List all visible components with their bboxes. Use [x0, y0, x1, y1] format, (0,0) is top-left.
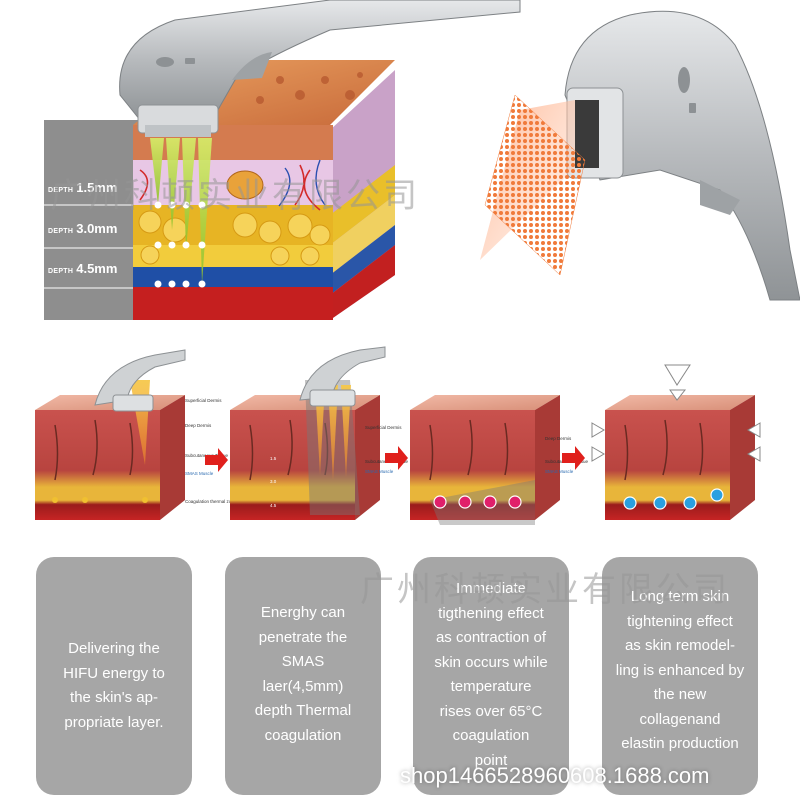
step-card-text: Immediate tigthening effect as contracti…: [434, 580, 548, 769]
depth-prefix: DEPTH: [48, 268, 74, 275]
label-superficial-dermis-2: Superficial Dermis: [365, 425, 402, 430]
arrow-right-icon: [562, 446, 585, 470]
step-1-diagram: [34, 349, 186, 521]
label-coagulation: Coagulation thermal zone: [185, 499, 237, 504]
step-card-text: Delivering the HIFU energy to the skin's…: [63, 640, 165, 731]
step-card-4: Long term skin tightening effect as skin…: [602, 557, 758, 795]
step-4-diagram: [604, 394, 756, 521]
label-deep-dermis-3: Deep Dermis: [545, 436, 572, 441]
dot-grid-matrix: [484, 94, 586, 276]
hifu-depth-illustration: [44, 0, 800, 320]
arrow-right-icon: [385, 446, 408, 470]
shop-id-value: shop1466528960608.1688.com: [400, 763, 710, 788]
mini-depth-1: 1.5: [270, 456, 277, 461]
label-smas: SMAS Muscle: [185, 471, 214, 476]
depth-value: 3.0mm: [76, 221, 118, 236]
treatment-steps-illustration: Superficial Dermis Deep Dermis Subcutane…: [34, 346, 761, 525]
compression-arrows: [591, 364, 761, 462]
depth-prefix: DEPTH: [48, 187, 74, 194]
step-card-2: Energhy can penetrate the SMAS laer(4,5m…: [225, 557, 381, 795]
depth-value: 4.5mm: [76, 261, 118, 276]
step-card-text: Energhy can penetrate the SMAS laer(4,5m…: [254, 604, 352, 744]
shop-id-text: shop1466528960608.1688.com: [400, 754, 800, 800]
step-3-diagram: [409, 394, 561, 525]
mini-depth-3: 4.5: [270, 503, 277, 508]
step-2-diagram: 1.5 3.0 4.5: [229, 346, 386, 521]
depth-prefix: DEPTH: [48, 228, 74, 235]
depth-value: 1.5mm: [76, 180, 118, 195]
mini-depth-2: 3.0: [270, 479, 277, 484]
label-smas-2: SMAS Muscle: [365, 469, 394, 474]
step-card-1: Delivering the HIFU energy to the skin's…: [36, 557, 192, 795]
step-card-text: Long term skin tightening effect as skin…: [615, 588, 745, 752]
hifu-handpiece-left: [119, 0, 521, 137]
hifu-handpiece-right: [564, 10, 800, 301]
step-card-3: Immediate tigthening effect as contracti…: [413, 557, 569, 795]
label-superficial-dermis: Superficial Dermis: [185, 398, 222, 403]
arrow-right-icon: [205, 448, 228, 472]
label-smas-3: SMAS Muscle: [545, 469, 574, 474]
label-deep-dermis: Deep Dermis: [185, 423, 212, 428]
